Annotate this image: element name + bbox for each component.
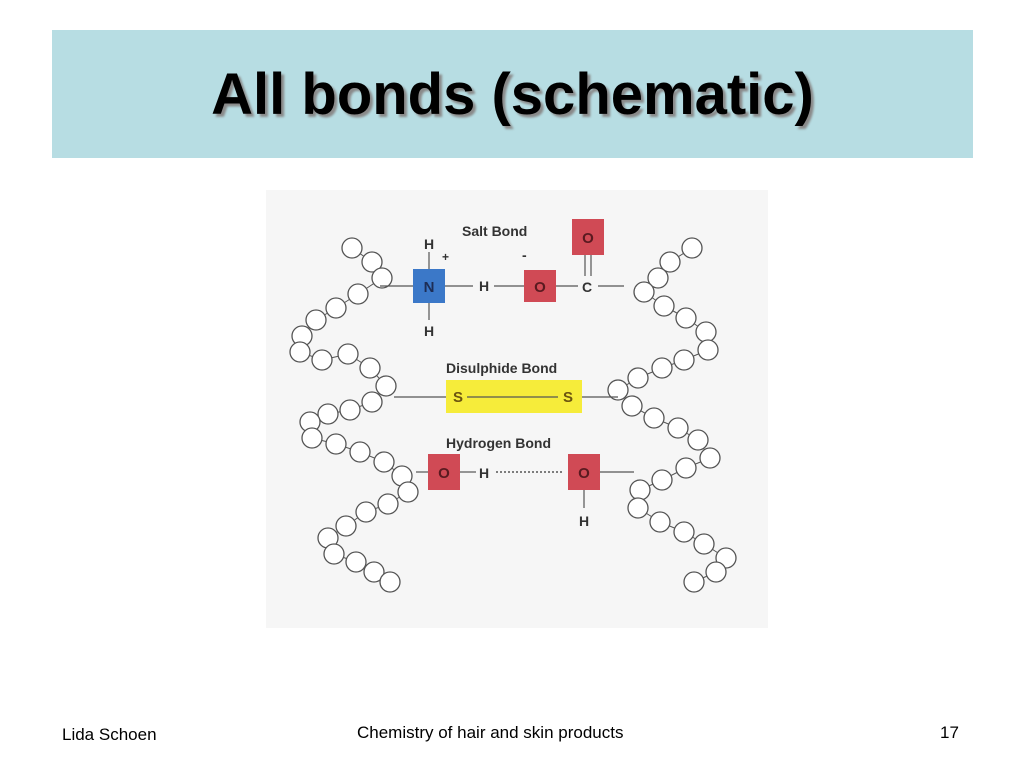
amino-acid-circle (363, 561, 385, 583)
amino-acid-circle (375, 375, 397, 397)
amino-acid-circle (355, 501, 377, 523)
amino-acid-circle (667, 417, 689, 439)
amino-acid-circle (699, 447, 721, 469)
amino-acid-circle (705, 561, 727, 583)
hydrogen-h-bottom: H (579, 513, 589, 529)
amino-acid-circle (305, 309, 327, 331)
bonds-diagram: Salt Bond H + N H H - O O C Disulphide B (289, 219, 737, 593)
salt-h-top: H (424, 236, 434, 252)
hydrogen-h-left: H (479, 465, 489, 481)
amino-acid-circle (651, 469, 673, 491)
hydrogen-o-right: O (578, 465, 590, 482)
amino-acid-circle (693, 533, 715, 555)
amino-acid-circle (681, 237, 703, 259)
amino-acid-circle (397, 481, 419, 503)
salt-h-middle: H (479, 278, 489, 294)
amino-acid-circle (289, 341, 311, 363)
amino-acid-circle (359, 357, 381, 379)
amino-acid-circle (647, 267, 669, 289)
footer-title: Chemistry of hair and skin products (357, 723, 624, 742)
amino-acid-circle (687, 429, 709, 451)
amino-acid-circle (695, 321, 717, 343)
salt-h-bottom: H (424, 323, 434, 339)
amino-acid-circle (643, 407, 665, 429)
salt-bond-group: Salt Bond H + N H H - O O C (380, 219, 624, 339)
amino-acid-circle (349, 441, 371, 463)
hydrogen-o-left: O (438, 465, 450, 482)
disulphide-s-right: S (563, 389, 573, 406)
bonds-figure: Salt Bond H + N H H - O O C Disulphide B (266, 190, 768, 628)
amino-acid-circle (633, 281, 655, 303)
amino-acid-circle (627, 367, 649, 389)
amino-acid-circle (335, 515, 357, 537)
amino-acid-circle (621, 395, 643, 417)
oxygen-box-salt (524, 270, 556, 302)
amino-acid-circle (361, 251, 383, 273)
nitrogen-box (413, 269, 445, 303)
salt-o-top: O (582, 230, 594, 247)
amino-acid-circle (651, 357, 673, 379)
footer-author: Lida Schoen (62, 725, 157, 744)
amino-acid-circle (337, 343, 359, 365)
amino-acid-circle (629, 479, 651, 501)
oxygen-box-hydrogen-right (568, 454, 600, 490)
oxygen-box-hydrogen-left (428, 454, 460, 490)
salt-bond-label: Salt Bond (462, 223, 527, 239)
salt-n: N (424, 279, 435, 296)
amino-acid-circle (379, 571, 401, 593)
amino-acid-circle (675, 307, 697, 329)
salt-o-left: O (534, 279, 546, 296)
hydrogen-bond-group: Hydrogen Bond O H O H (416, 435, 634, 529)
amino-acid-circle (683, 571, 705, 593)
amino-acid-circle (607, 379, 629, 401)
salt-c: C (582, 279, 592, 295)
salt-plus-sign: + (442, 250, 449, 264)
disulphide-bond-group: Disulphide Bond S S (394, 360, 618, 413)
amino-acid-circle (347, 283, 369, 305)
amino-acid-circle (659, 251, 681, 273)
oxygen-box-top (572, 219, 604, 255)
amino-acid-circle (311, 349, 333, 371)
slide-title: All bonds (schematic) (211, 61, 814, 127)
amino-acid-circle (341, 237, 363, 259)
slide-number: 17 (940, 723, 959, 742)
amino-acid-circle (323, 543, 345, 565)
amino-acid-circle (653, 295, 675, 317)
hydrogen-bond-label: Hydrogen Bond (446, 435, 551, 451)
amino-acid-circle (325, 297, 347, 319)
amino-acid-circle (675, 457, 697, 479)
amino-acid-circle (339, 399, 361, 421)
amino-acid-circle (673, 521, 695, 543)
amino-acid-circle (373, 451, 395, 473)
amino-acid-circle (345, 551, 367, 573)
amino-acid-circle (377, 493, 399, 515)
amino-acid-circle (371, 267, 393, 289)
disulphide-s-left: S (453, 389, 463, 406)
amino-acid-circle (317, 403, 339, 425)
amino-acid-circle (301, 427, 323, 449)
title-bar: All bonds (schematic) (52, 30, 973, 158)
salt-minus-sign: - (522, 247, 527, 263)
amino-acid-circle (627, 497, 649, 519)
disulphide-bond-label: Disulphide Bond (446, 360, 557, 376)
amino-acid-circle (361, 391, 383, 413)
left-protein-chain (289, 237, 419, 593)
amino-acid-circle (649, 511, 671, 533)
amino-acid-circle (673, 349, 695, 371)
amino-acid-circle (325, 433, 347, 455)
amino-acid-circle (697, 339, 719, 361)
right-protein-chain (607, 237, 737, 593)
